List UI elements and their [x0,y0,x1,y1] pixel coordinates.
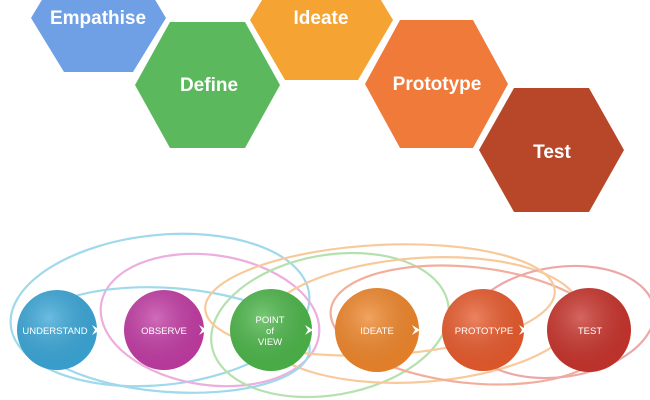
circle-shine [547,288,631,372]
circle-point-of-view: POINT of VIEW [230,289,312,371]
circle-shine [230,289,312,371]
loop-understand [9,232,311,388]
circle-label-prototype: PROTOTYPE [455,326,513,337]
circle-shine [124,290,204,370]
arrow-icon [305,325,313,335]
circle-shine [17,290,97,370]
circle-label-test: TEST [578,326,602,337]
circle-label-ideate: IDEATE [360,326,394,337]
loop-observe [99,252,321,388]
circle-prototype: PROTOTYPE [442,289,524,371]
hex-test: Test [479,88,624,212]
hex-label-prototype: Prototype [393,74,482,95]
arrow-icon [92,325,100,335]
circle-shine [335,288,419,372]
circle-test: TEST [547,288,631,372]
hex-prototype: Prototype [365,20,508,148]
arrow-icon [412,325,420,335]
circle-label-view: VIEW [258,337,282,348]
hex-shape-prototype [365,20,508,148]
loop-point-of-view [210,251,450,399]
hexagon-process: Empathise Define Ideate Prototype Test [31,0,624,212]
hex-label-empathise: Empathise [50,8,146,29]
circle-label-observe: OBSERVE [141,326,187,337]
hex-shape-define [135,22,280,148]
hex-label-define: Define [180,75,238,96]
circle-shine [442,289,524,371]
circle-ideate: IDEATE [335,288,419,372]
hex-shape-test [479,88,624,212]
circle-process: UNDERSTAND OBSERVE POINT of VIEW IDEATE … [17,288,631,372]
hex-shape-ideate [250,0,393,80]
hex-shape-empathise [31,0,166,72]
circle-label-of: of [266,326,274,337]
hex-label-ideate: Ideate [294,8,349,29]
circle-label-point: POINT [255,315,284,326]
hex-ideate: Ideate [250,0,393,80]
hex-empathise: Empathise [31,0,166,72]
circle-label-understand: UNDERSTAND [22,326,87,337]
circle-understand: UNDERSTAND [17,290,97,370]
circle-observe: OBSERVE [124,290,204,370]
arrow-icon [199,325,207,335]
hex-label-test: Test [533,142,571,163]
arrow-icon [519,325,527,335]
hex-define: Define [135,22,280,148]
